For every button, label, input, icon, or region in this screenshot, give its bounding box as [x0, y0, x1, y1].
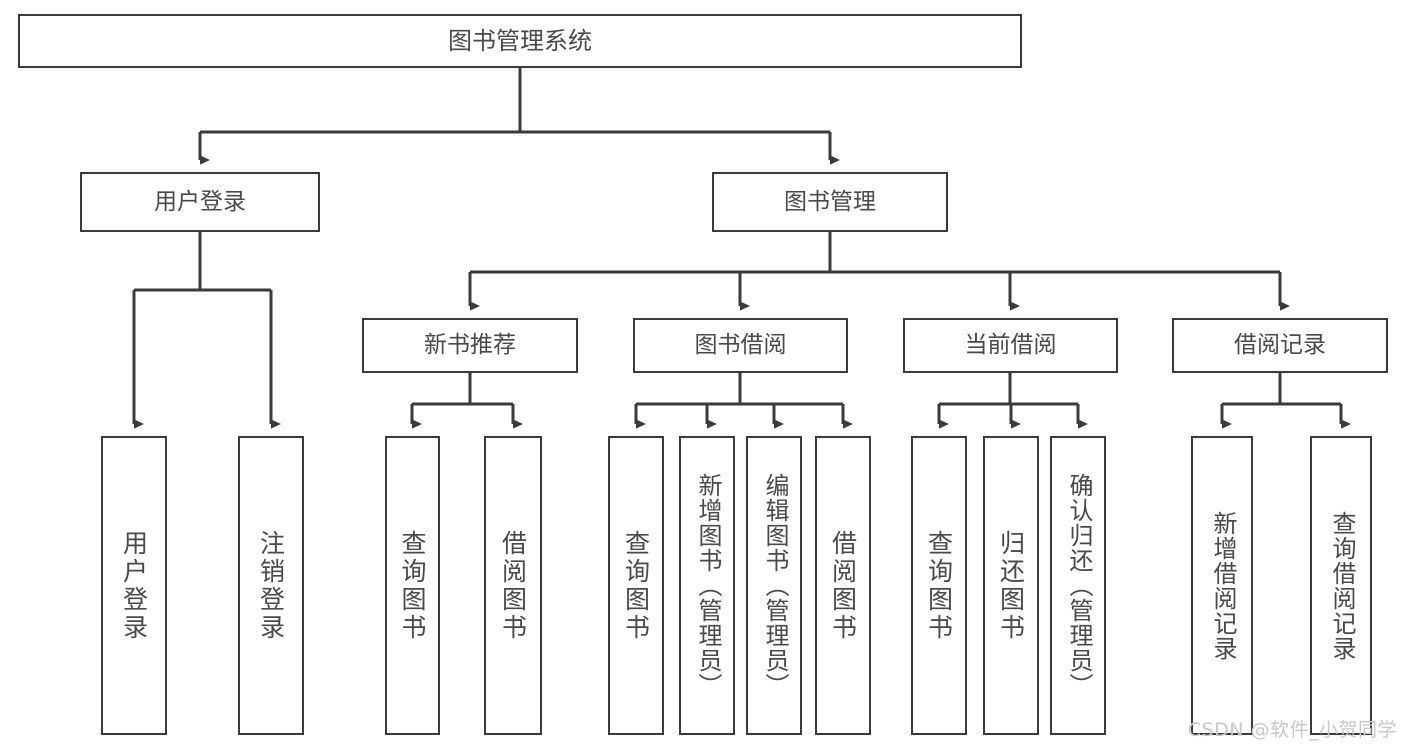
leaf-borrow-book-label: 借阅图书	[828, 529, 858, 642]
leaf-query-book-borrow-label: 查询图书	[621, 529, 651, 642]
leaf-query-book-current[interactable]: 查询图书	[911, 436, 967, 735]
node-current-borrow[interactable]: 当前借阅	[903, 318, 1118, 373]
node-book-management[interactable]: 图书管理	[712, 172, 948, 232]
leaf-query-book-current-label: 查询图书	[924, 529, 954, 642]
leaf-logout-label: 注销登录	[256, 529, 286, 642]
leaf-confirm-return-admin-label: 确认归还（管理员）	[1064, 473, 1093, 698]
node-user-login[interactable]: 用户登录	[80, 172, 320, 232]
node-root-system-label: 图书管理系统	[448, 27, 592, 55]
leaf-query-book-borrow[interactable]: 查询图书	[608, 436, 664, 735]
leaf-borrow-book[interactable]: 借阅图书	[815, 436, 871, 735]
leaf-add-book-admin[interactable]: 新增图书（管理员）	[679, 436, 735, 735]
leaf-borrow-book-recommend[interactable]: 借阅图书	[484, 436, 542, 735]
node-user-login-label: 用户登录	[154, 188, 246, 215]
leaf-edit-book-admin-label: 编辑图书（管理员）	[760, 473, 789, 698]
node-book-borrow[interactable]: 图书借阅	[633, 318, 848, 373]
node-book-management-label: 图书管理	[784, 188, 876, 215]
node-book-borrow-label: 图书借阅	[694, 332, 787, 358]
node-current-borrow-label: 当前借阅	[964, 332, 1057, 358]
node-root-system[interactable]: 图书管理系统	[18, 14, 1022, 68]
leaf-return-book[interactable]: 归还图书	[983, 436, 1039, 735]
csdn-watermark: CSDN @软件_小贺同学	[1187, 719, 1397, 741]
leaf-query-book-recommend-label: 查询图书	[398, 529, 427, 642]
leaf-query-book-recommend[interactable]: 查询图书	[385, 436, 440, 735]
leaf-borrow-book-recommend-label: 借阅图书	[498, 529, 528, 642]
leaf-query-borrow-record[interactable]: 查询借阅记录	[1310, 436, 1372, 735]
leaf-edit-book-admin[interactable]: 编辑图书（管理员）	[746, 436, 802, 735]
node-new-book-recommend[interactable]: 新书推荐	[362, 318, 578, 373]
leaf-add-borrow-record-label: 新增借阅记录	[1208, 510, 1237, 661]
node-borrow-record-label: 借阅记录	[1234, 332, 1326, 358]
leaf-user-login[interactable]: 用户登录	[101, 436, 167, 735]
leaf-return-book-label: 归还图书	[996, 529, 1026, 642]
leaf-confirm-return-admin[interactable]: 确认归还（管理员）	[1050, 436, 1106, 735]
leaf-logout[interactable]: 注销登录	[238, 436, 304, 735]
leaf-add-book-admin-label: 新增图书（管理员）	[693, 473, 722, 698]
leaf-query-borrow-record-label: 查询借阅记录	[1327, 510, 1356, 661]
node-new-book-recommend-label: 新书推荐	[424, 332, 516, 358]
leaf-user-login-label: 用户登录	[119, 529, 149, 642]
node-borrow-record[interactable]: 借阅记录	[1172, 318, 1388, 373]
leaf-add-borrow-record[interactable]: 新增借阅记录	[1191, 436, 1253, 735]
